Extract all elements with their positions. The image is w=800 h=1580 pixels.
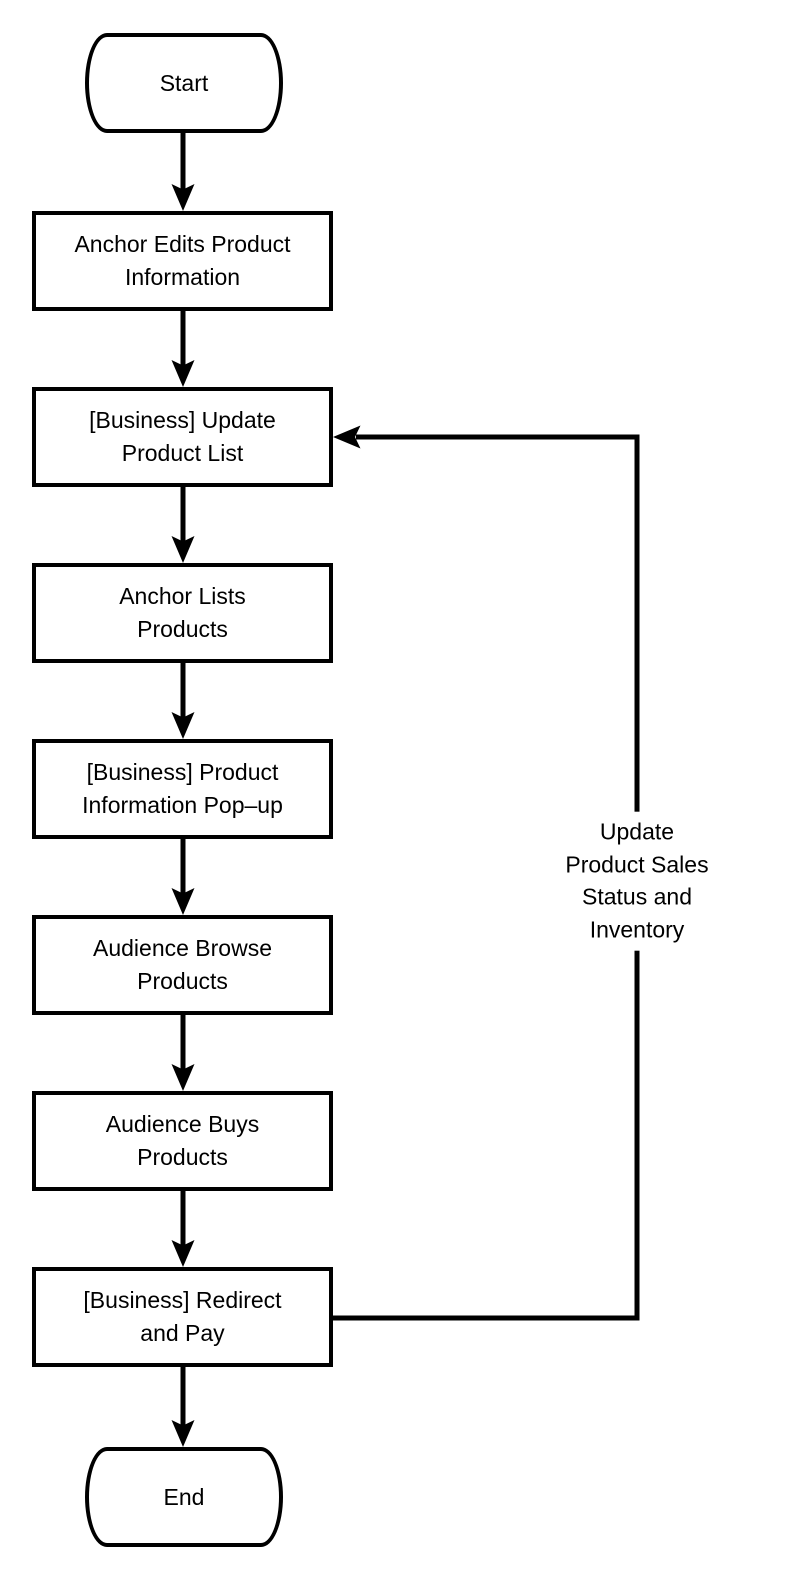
edge-audience-buys-to-redirect-and-pay <box>171 1189 195 1267</box>
node-business-product-information-popup: [Business] Product Information Pop–up <box>32 739 333 839</box>
node-label: Audience Browse Products <box>93 935 272 994</box>
node-anchor-edits-product-information: Anchor Edits Product Information <box>32 211 333 311</box>
loop-edge-label: Update Product Sales Status and Inventor… <box>555 811 719 951</box>
node-label: [Business] Product Information Pop–up <box>82 759 283 818</box>
arrowhead-down-icon <box>171 1064 195 1091</box>
edge-audience-browse-to-audience-buys <box>171 1013 195 1091</box>
node-label: End <box>163 1483 205 1510</box>
node-label: [Business] Redirect and Pay <box>83 1287 282 1346</box>
edge-update-product-list-to-anchor-lists <box>171 485 195 563</box>
arrowhead-down-icon <box>171 888 195 915</box>
edge-start-to-anchor-edits <box>171 131 195 211</box>
arrowhead-left-icon <box>333 425 361 449</box>
edge-redirect-and-pay-to-end <box>171 1365 195 1447</box>
arrowhead-down-icon <box>171 536 195 563</box>
node-start-terminal: Start <box>85 33 283 133</box>
node-label: Start <box>159 69 209 96</box>
node-end-terminal: End <box>85 1447 283 1547</box>
node-label: Audience Buys Products <box>105 1111 260 1170</box>
node-business-update-product-list: [Business] Update Product List <box>32 387 333 487</box>
node-label: Anchor Lists Products <box>119 583 246 642</box>
arrowhead-down-icon <box>171 712 195 739</box>
node-anchor-lists-products: Anchor Lists Products <box>32 563 333 663</box>
arrowhead-down-icon <box>171 360 195 387</box>
arrowhead-down-icon <box>171 1420 195 1447</box>
arrowhead-down-icon <box>171 184 195 211</box>
node-business-redirect-and-pay: [Business] Redirect and Pay <box>32 1267 333 1367</box>
edge-anchor-edits-to-update-product-list <box>171 309 195 387</box>
node-audience-browse-products: Audience Browse Products <box>32 915 333 1015</box>
edge-product-info-popup-to-audience-browse <box>171 837 195 915</box>
node-label: Anchor Edits Product Information <box>74 231 291 290</box>
edge-anchor-lists-to-product-info-popup <box>171 661 195 739</box>
node-audience-buys-products: Audience Buys Products <box>32 1091 333 1191</box>
node-label: [Business] Update Product List <box>89 407 276 466</box>
arrowhead-down-icon <box>171 1240 195 1267</box>
